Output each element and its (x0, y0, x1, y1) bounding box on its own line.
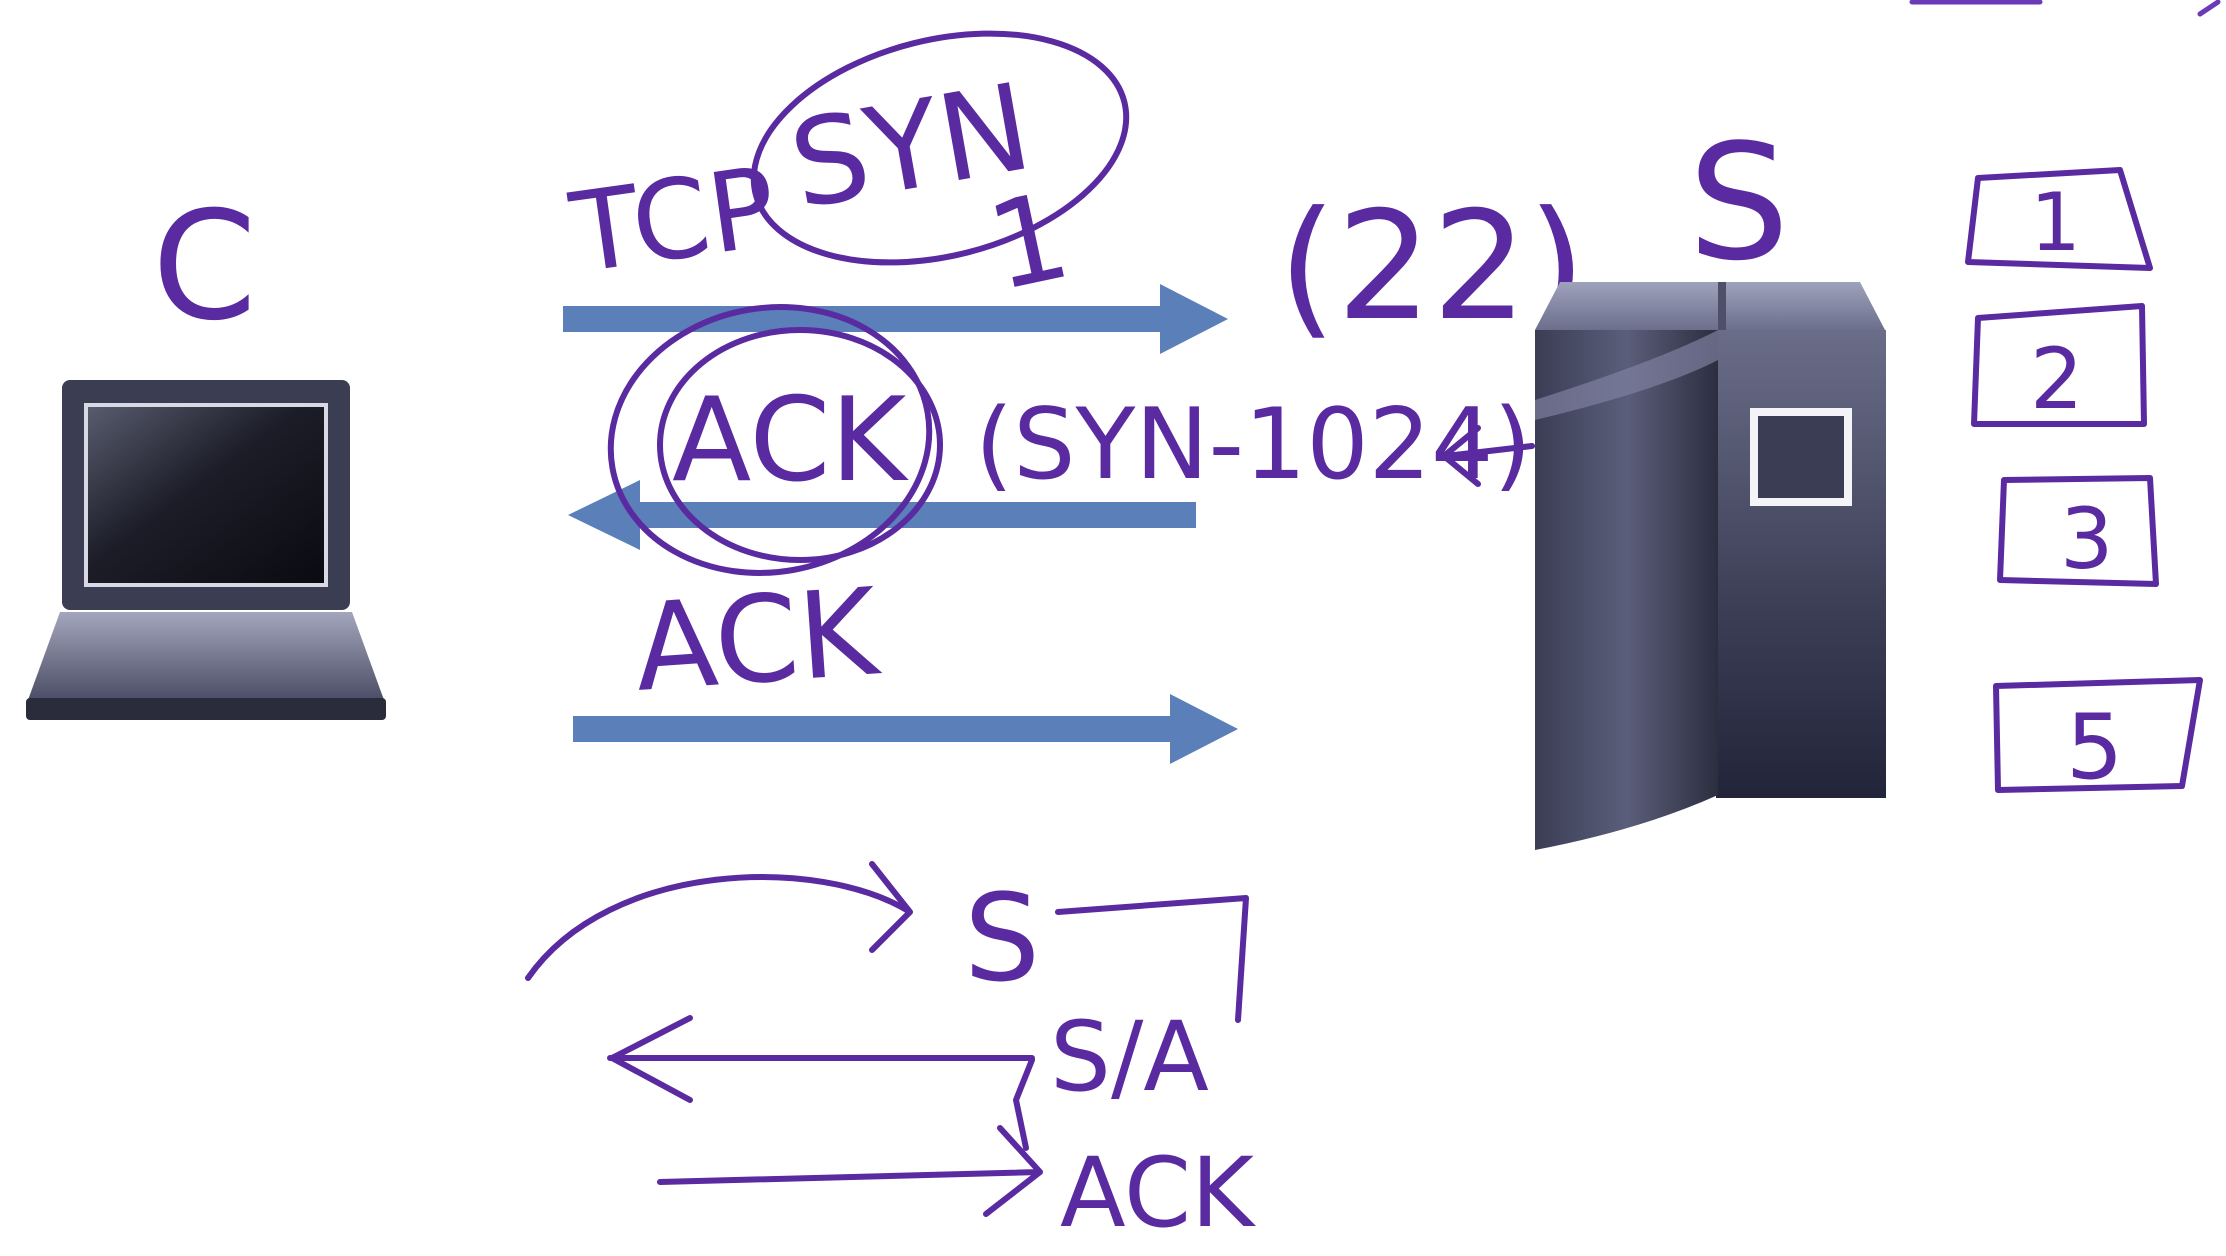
summary-synack-label: S/A (1050, 1001, 1209, 1113)
ack-arrow (573, 694, 1238, 764)
server-label: S (1688, 109, 1790, 296)
ack-label: ACK (630, 563, 885, 719)
laptop-icon (26, 380, 386, 720)
server-port-label: (22) (1278, 180, 1586, 354)
summary-bracket (1013, 895, 1249, 1151)
summary-ack-arrow (657, 1125, 1043, 1217)
syn-arrow (563, 284, 1228, 354)
box-3-label: 3 (2060, 490, 2113, 588)
synack-pointer-arrow (1441, 425, 1535, 487)
box-5: 5 (1993, 677, 2203, 800)
client-label: C (152, 180, 257, 354)
syn-circle (750, 30, 1130, 266)
summary-syn-label: S (964, 870, 1040, 1009)
summary-synack-arrow (607, 1015, 1035, 1103)
box-1-label: 1 (2030, 176, 2081, 269)
syn-prefix-label: TCP (563, 143, 784, 298)
box-1: 1 (1965, 167, 2153, 271)
synack-extra-label: (SYN-1024) (975, 388, 1532, 502)
ack-circle-outer (607, 304, 933, 576)
stray-mark (1909, 0, 2221, 17)
summary-syn-arrow (525, 861, 913, 981)
box-2: 2 (1971, 303, 2147, 428)
ack-circle-inner (657, 327, 943, 563)
box-5-label: 5 (2066, 695, 2123, 800)
box-2-label: 2 (2030, 330, 2083, 428)
summary-ack-label: ACK (1060, 1137, 1256, 1249)
box-3: 3 (1997, 475, 2159, 588)
synack-ack-label: ACK (672, 373, 909, 508)
server-icon (1535, 282, 1886, 850)
syn-number-label: 1 (977, 167, 1081, 319)
summary-sketch: S S/A ACK (525, 861, 1256, 1249)
